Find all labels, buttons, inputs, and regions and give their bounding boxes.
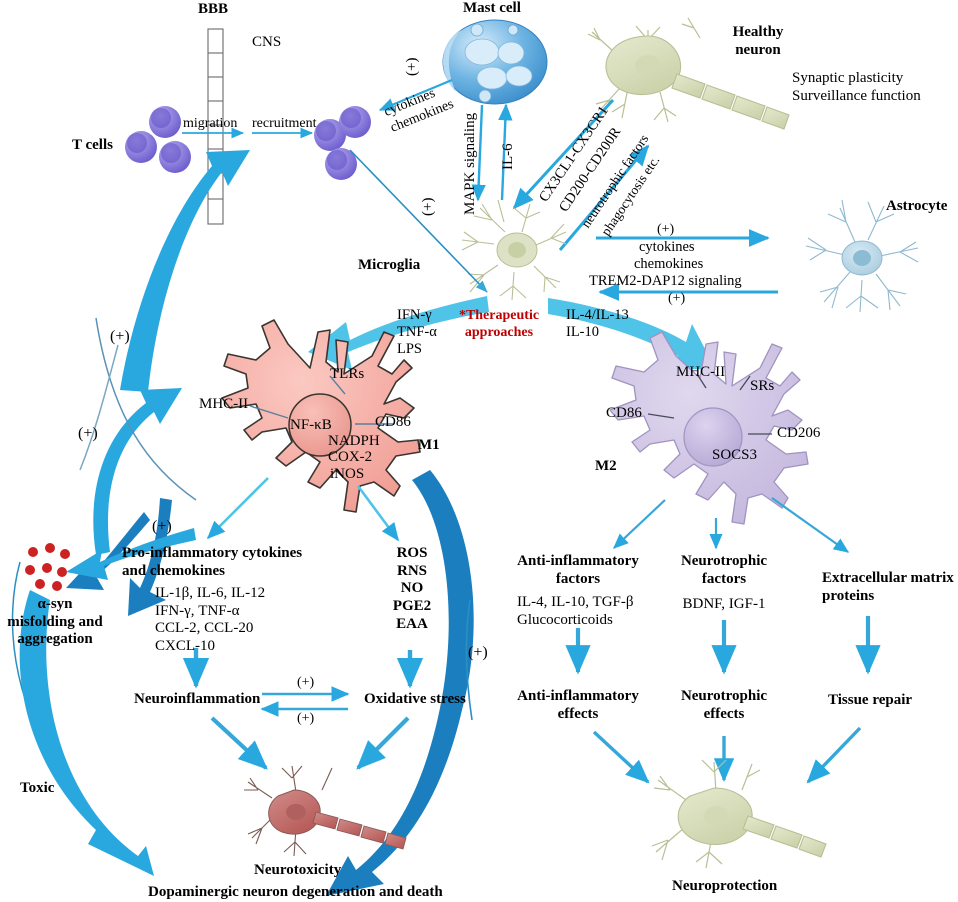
- cox2-label: COX-2: [328, 449, 373, 465]
- tissue-repair-to-neuroprotection-arrow: [806, 726, 862, 784]
- antiinflammatory-effects: Anti-inflammatory effects: [517, 688, 639, 722]
- healthy-neuron-soma: [605, 35, 682, 96]
- astrocyte-label: Astrocyte: [886, 198, 948, 214]
- astro-cytokines-label: cytokines: [639, 239, 695, 255]
- m2-to-antiinflammatory-arrow: [613, 499, 666, 549]
- tcell-influx-arrow: [120, 150, 250, 392]
- trem2-label: TREM2-DAP12 signaling: [589, 273, 742, 289]
- mast-cell-label: Mast cell: [463, 0, 521, 16]
- plus-left-1: (+): [110, 328, 130, 345]
- m1-to-ros-arrow: [356, 485, 400, 542]
- resting-microglia-nucleus: [508, 242, 526, 258]
- astrocyte-nucleus: [853, 250, 871, 266]
- neuroinflammation-to-neurotoxicity-arrow: [210, 716, 268, 770]
- plus-astrocyte-top: (+): [657, 222, 675, 237]
- neurotrophic-effects: Neurotrophic effects: [680, 688, 768, 722]
- therapeutic-approaches-label: *Therapeutic approaches: [458, 308, 540, 340]
- microglia-label: Microglia: [358, 257, 421, 273]
- nadph-label: NADPH: [328, 433, 380, 449]
- neurotrophic-title: Neurotrophic factors: [680, 553, 768, 587]
- astrocyte: [805, 199, 919, 313]
- neuroprotection-neuron: [651, 759, 761, 869]
- alpha-syn-label: α-syn misfolding and aggregation: [7, 596, 103, 648]
- neuroinflammation-label: Neuroinflammation: [134, 691, 261, 707]
- bbb-label: BBB: [198, 1, 229, 17]
- degenerating-neuron-soma: [268, 789, 321, 835]
- plus-astrocyte-bottom: (+): [668, 291, 686, 306]
- mast-cell: [442, 19, 548, 105]
- neuroprotection-neuron-axon: [742, 815, 827, 858]
- mast-cytokines-label: cytokines chemokines: [382, 85, 456, 136]
- t-cell-cluster-left: [125, 106, 191, 173]
- inos-label: iNOS: [330, 466, 365, 482]
- ros-list: ROS RNS NO PGE2 EAA: [392, 545, 432, 632]
- mhc2-m1-label: MHC-II: [199, 396, 249, 412]
- cd86-m1-label: CD86: [375, 414, 411, 430]
- synaptic-plasticity-label: Synaptic plasticity Surveillance functio…: [792, 70, 921, 104]
- oxidative-to-neurotoxicity-arrow: [356, 716, 410, 770]
- plus-exchange-bottom: (+): [297, 711, 315, 726]
- m2-label: M2: [595, 458, 617, 474]
- resting-microglia: [461, 199, 567, 301]
- socs3-label: SOCS3: [712, 447, 758, 463]
- plus-right-cascade: (+): [468, 644, 488, 661]
- neurotoxicity-feedback-arc: [326, 470, 474, 896]
- m1-label: M1: [418, 437, 440, 453]
- plus-exchange-top: (+): [297, 675, 315, 690]
- migration-label: migration: [183, 116, 238, 131]
- proinflammatory-list: IL-1β, IL-6, IL-12 IFN-γ, TNF-α CCL-2, C…: [155, 585, 266, 655]
- plus-mast: (+): [404, 57, 420, 76]
- t-cells-label: T cells: [72, 137, 113, 153]
- plus-left-2: (+): [78, 425, 98, 442]
- m1-to-proinflammatory-arrow: [206, 477, 269, 540]
- neurotoxicity-label: Neurotoxicity: [254, 862, 342, 878]
- alpha-syn-aggregate: [25, 543, 70, 591]
- plus-tcell: (+): [420, 197, 436, 216]
- antiinflammatory-effects-to-neuroprotection-arrow: [592, 730, 650, 784]
- neuroprotection-label: Neuroprotection: [672, 878, 778, 894]
- tlrs-label: TLRs: [330, 366, 365, 382]
- healthy-neuron-nucleus: [635, 55, 661, 77]
- mapk-signaling-label: MAPK signaling: [462, 112, 478, 215]
- astro-chemokines-label: chemokines: [634, 256, 704, 272]
- plus-left-3: (+): [152, 518, 172, 535]
- t-cell-cluster-right: [314, 106, 371, 180]
- il6-label: IL-6: [500, 143, 516, 170]
- degenerating-neuron-axon: [312, 811, 407, 850]
- m1-stimuli-label: IFN-γ TNF-α LPS: [397, 307, 437, 358]
- antiinflammatory-list: IL-4, IL-10, TGF-β Glucocorticoids: [517, 594, 634, 628]
- degenerating-neuron-nucleus: [286, 804, 306, 820]
- m2-stimuli-label: IL-4/IL-13 IL-10: [566, 307, 629, 341]
- m2-to-ecm-arrow: [771, 497, 850, 553]
- resting-microglia-soma: [496, 232, 538, 268]
- ecm-title: Extracellular matrix proteins: [822, 570, 954, 604]
- neuroprotection-neuron-soma: [677, 787, 753, 846]
- cd86-m2-label: CD86: [606, 405, 642, 421]
- cd206-label: CD206: [777, 425, 821, 441]
- proinflammatory-title: Pro-inflammatory cytokines and chemokine…: [122, 545, 303, 579]
- oxidative-stress-label: Oxidative stress: [364, 691, 466, 707]
- mhc2-m2-label: MHC-II: [676, 364, 726, 380]
- tissue-repair: Tissue repair: [828, 692, 913, 708]
- srs-label: SRs: [750, 378, 775, 394]
- recruitment-label: recruitment: [252, 116, 317, 131]
- dopaminergic-label: Dopaminergic neuron degeneration and dea…: [148, 884, 443, 900]
- healthy-neuron-label: Healthy neuron: [732, 24, 784, 58]
- neuroprotection-neuron-nucleus: [704, 806, 728, 826]
- cns-label: CNS: [252, 34, 282, 50]
- antiinflammatory-title: Anti-inflammatory factors: [517, 553, 639, 587]
- healthy-neuron-axon: [671, 73, 790, 130]
- toxic-label: Toxic: [20, 780, 55, 796]
- neuroinflammation-oxidative-exchange: [260, 686, 350, 717]
- degenerating-neuron: [244, 765, 333, 857]
- neurotrophic-list: BDNF, IGF-1: [682, 596, 766, 612]
- astrocyte-soma: [841, 240, 883, 276]
- nfkb-label: NF-κB: [290, 417, 332, 433]
